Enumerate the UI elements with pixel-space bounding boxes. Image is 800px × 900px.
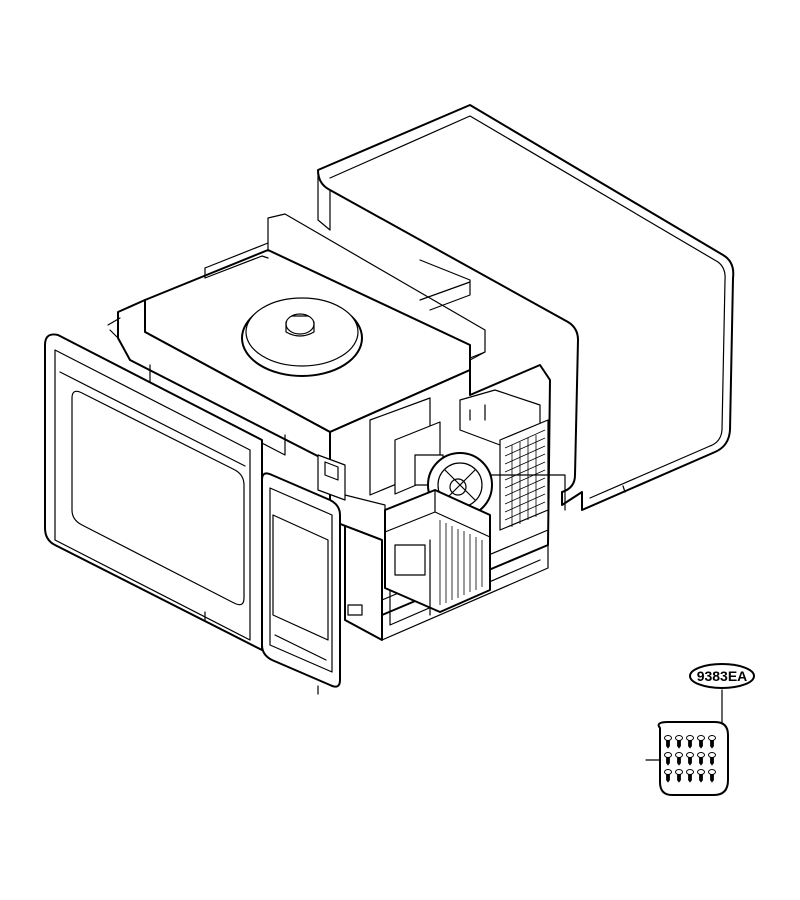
part-label-callout: 9383EA — [689, 663, 755, 689]
screw-icon — [697, 735, 705, 749]
display-window — [272, 514, 329, 641]
screw-icon — [664, 752, 672, 766]
screw-icon — [686, 769, 694, 783]
screw-icon — [675, 752, 683, 766]
screw-icon — [664, 735, 672, 749]
vent-grille — [504, 429, 546, 527]
screw-icon — [708, 735, 716, 749]
control-panel — [261, 472, 341, 695]
screw-icon — [664, 769, 672, 783]
door-window — [71, 390, 245, 606]
screw-icon — [686, 752, 694, 766]
screw-icon — [708, 769, 716, 783]
screw-icon — [675, 769, 683, 783]
inner-chassis — [107, 213, 566, 641]
screw-grid — [664, 735, 716, 783]
screw-icon — [697, 769, 705, 783]
outer-cabinet-wrapper — [317, 104, 735, 511]
screw-kit — [645, 689, 729, 796]
part-label: 9383EA — [697, 668, 748, 684]
screw-icon — [697, 752, 705, 766]
transformer — [384, 489, 491, 613]
screw-icon — [686, 735, 694, 749]
screw-icon — [708, 752, 716, 766]
screw-icon — [675, 735, 683, 749]
